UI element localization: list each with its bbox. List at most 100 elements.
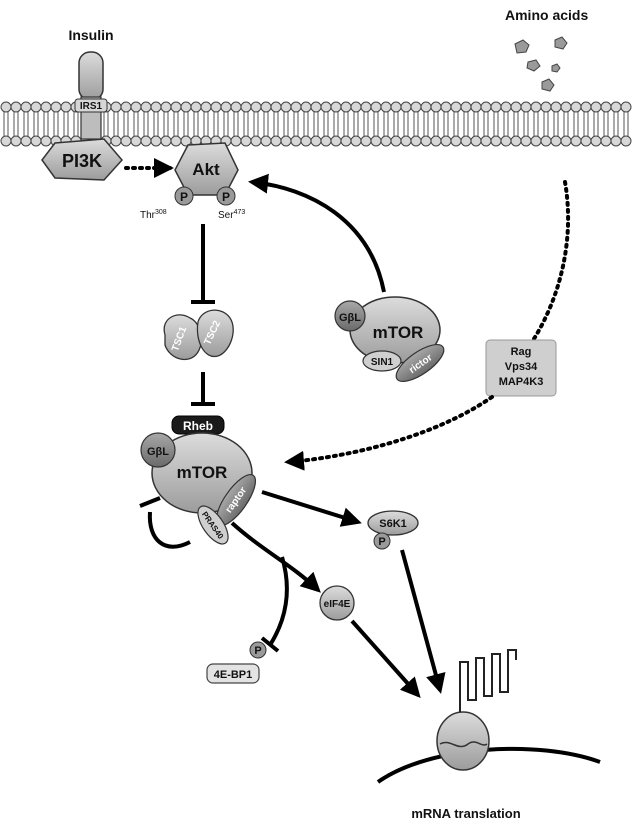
- lipid-head: [220, 101, 232, 113]
- lipid-head: [160, 135, 172, 147]
- mtorc1-inhibits-4ebp1: [260, 556, 289, 653]
- lipid-head: [120, 101, 132, 113]
- lipid-head: [260, 135, 272, 147]
- lipid-tail: [383, 112, 389, 124]
- lipid-head: [480, 135, 492, 147]
- lipid-head: [290, 101, 302, 113]
- lipid-tail: [373, 112, 379, 124]
- lipid-tail: [473, 112, 479, 124]
- lipid-tail: [333, 124, 339, 136]
- lipid-tail: [533, 124, 539, 136]
- lipid-tail: [423, 112, 429, 124]
- lipid-tail: [483, 124, 489, 136]
- lipid-head: [470, 135, 482, 147]
- lipid-head: [580, 135, 592, 147]
- lipid-tail: [343, 112, 349, 124]
- lipid-head: [590, 135, 602, 147]
- lipid-tail: [43, 112, 49, 124]
- lipid-head: [200, 101, 212, 113]
- lipid-tail: [43, 124, 49, 136]
- lipid-head: [160, 101, 172, 113]
- irs1-label: IRS1: [80, 101, 103, 112]
- lipid-tail: [623, 124, 629, 136]
- lipid-head: [600, 135, 612, 147]
- lipid-head: [520, 101, 532, 113]
- lipid-head: [280, 135, 292, 147]
- lipid-tail: [253, 124, 259, 136]
- lipid-head: [440, 135, 452, 147]
- lipid-tail: [603, 124, 609, 136]
- lipid-tail: [433, 112, 439, 124]
- lipid-head: [370, 101, 382, 113]
- lipid-tail: [143, 112, 149, 124]
- amino-acids-label: Amino acids: [505, 7, 588, 23]
- akt-phospho-ser: P: [222, 190, 230, 204]
- mrna-ribosome: [376, 649, 601, 784]
- eif4e-node: eIF4E: [319, 585, 355, 621]
- lipid-tail: [623, 112, 629, 124]
- lipid-head: [390, 135, 402, 147]
- lipid-head: [250, 101, 262, 113]
- lipid-head: [10, 135, 22, 147]
- lipid-tail: [233, 112, 239, 124]
- lipid-tail: [153, 124, 159, 136]
- lipid-tail: [423, 124, 429, 136]
- lipid-tail: [353, 112, 359, 124]
- mtorc2-complex: GβL mTOR SIN1 rictor: [334, 296, 445, 383]
- lipid-head: [360, 135, 372, 147]
- insulin-receptor: IRS1: [74, 51, 108, 140]
- pi3k-node: PI3K: [41, 138, 123, 181]
- lipid-head: [170, 101, 182, 113]
- lipid-head: [270, 135, 282, 147]
- lipid-tail: [403, 112, 409, 124]
- mtorc1-to-eif4e-arrow: [230, 521, 321, 593]
- lipid-tail: [113, 124, 119, 136]
- lipid-head: [210, 101, 222, 113]
- lipid-tail: [3, 112, 9, 124]
- vps34-label: Vps34: [505, 361, 538, 373]
- lipid-tail: [193, 112, 199, 124]
- lipid-head: [610, 135, 622, 147]
- lipid-tail: [33, 112, 39, 124]
- lipid-head: [450, 135, 462, 147]
- lipid-head: [510, 101, 522, 113]
- lipid-head: [460, 101, 472, 113]
- lipid-head: [450, 101, 462, 113]
- lipid-tail: [593, 112, 599, 124]
- lipid-tail: [63, 124, 69, 136]
- map4k3-label: MAP4K3: [499, 376, 544, 388]
- lipid-head: [340, 135, 352, 147]
- rag-label: Rag: [511, 346, 532, 358]
- lipid-head: [590, 101, 602, 113]
- lipid-tail: [533, 112, 539, 124]
- lipid-head: [40, 101, 52, 113]
- lipid-head: [300, 135, 312, 147]
- lipid-tail: [293, 124, 299, 136]
- insulin-label: Insulin: [68, 27, 113, 43]
- lipid-tail: [13, 112, 19, 124]
- lipid-tail: [413, 124, 419, 136]
- lipid-tail: [313, 124, 319, 136]
- rheb-label: Rheb: [183, 419, 213, 433]
- lipid-head: [110, 101, 122, 113]
- lipid-head: [370, 135, 382, 147]
- lipid-head: [410, 135, 422, 147]
- rag-vps34-map4k3-box: Rag Vps34 MAP4K3: [485, 339, 557, 397]
- lipid-head: [410, 101, 422, 113]
- lipid-tail: [333, 112, 339, 124]
- nascent-peptide: [459, 649, 517, 712]
- lipid-tail: [463, 124, 469, 136]
- gbl-label-1: GβL: [147, 446, 169, 458]
- s6k1-to-translation-arrow: [400, 549, 446, 694]
- lipid-tail: [163, 112, 169, 124]
- mtorc1-complex: Rheb GβL mTOR raptor PRAS40: [140, 415, 257, 545]
- lipid-head: [180, 101, 192, 113]
- lipid-head: [440, 101, 452, 113]
- lipid-head: [470, 101, 482, 113]
- lipid-head: [270, 101, 282, 113]
- lipid-tail: [123, 112, 129, 124]
- lipid-tail: [233, 124, 239, 136]
- lipid-head: [360, 101, 372, 113]
- lipid-head: [310, 101, 322, 113]
- lipid-tail: [603, 112, 609, 124]
